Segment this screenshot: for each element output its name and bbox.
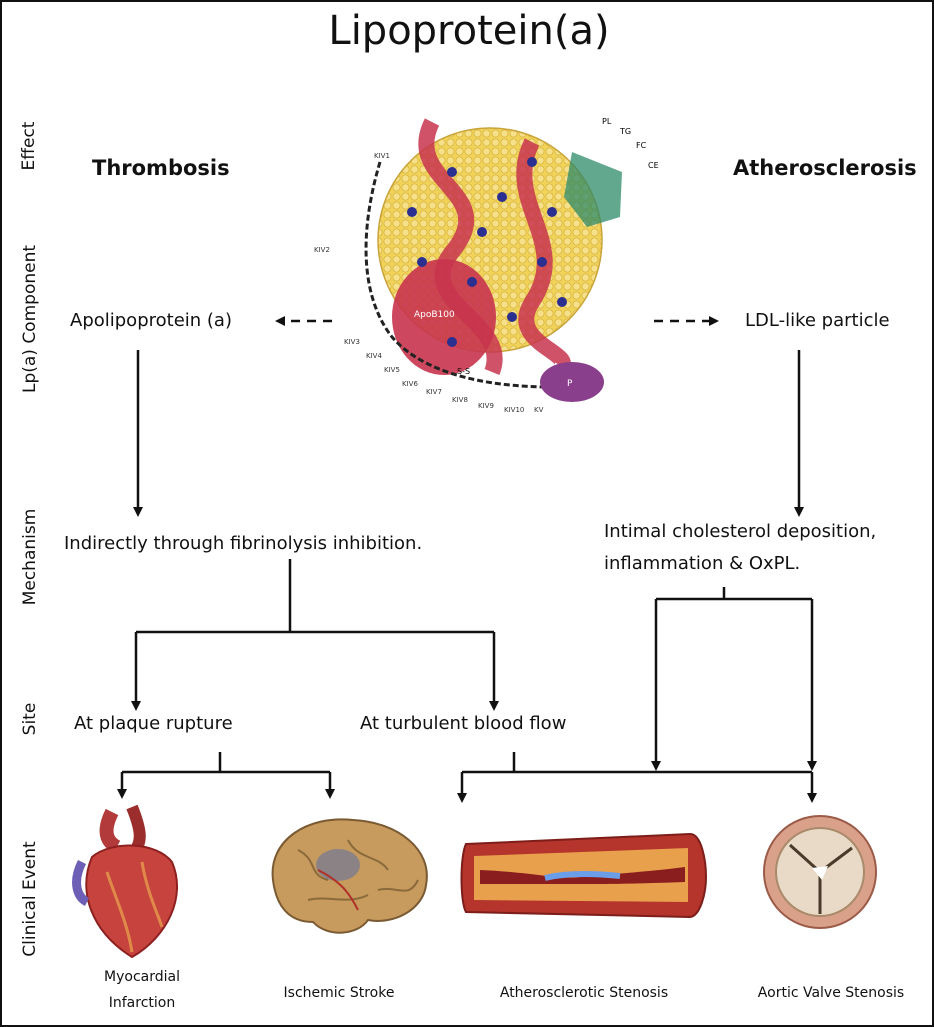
- component-apolipoprotein-a: Apolipoprotein (a): [70, 310, 232, 331]
- svg-text:KV: KV: [534, 406, 544, 414]
- svg-text:TG: TG: [619, 127, 631, 136]
- svg-text:CE: CE: [648, 161, 659, 170]
- svg-text:KIV4: KIV4: [366, 352, 382, 360]
- svg-text:KIV2: KIV2: [314, 246, 330, 254]
- row-label-mechanism: Mechanism: [20, 508, 40, 606]
- branch-left-mechanism: [136, 559, 494, 634]
- apob-label: ApoB100: [414, 310, 455, 320]
- svg-text:KIV1: KIV1: [374, 152, 390, 160]
- branch-right-mechanism: [656, 587, 812, 601]
- svg-text:KIV10: KIV10: [504, 406, 524, 414]
- svg-text:KIV5: KIV5: [384, 366, 400, 374]
- ss-bond-label: S-S: [457, 367, 470, 376]
- aortic-valve-illustration: [763, 815, 877, 929]
- apob100-domain: [392, 259, 496, 375]
- effect-atherosclerosis: Atherosclerosis: [733, 156, 917, 180]
- site-plaque-rupture: At plaque rupture: [74, 713, 233, 734]
- component-ldl-like-particle: LDL-like particle: [745, 310, 890, 331]
- row-label-clinical-event: Clinical Event: [20, 841, 40, 957]
- kringle-coil: [364, 161, 553, 389]
- protease-domain-p: [540, 362, 604, 402]
- svg-text:KIV7: KIV7: [426, 388, 442, 396]
- heart-illustration: [72, 804, 178, 959]
- svg-text:KIV3: KIV3: [344, 338, 360, 346]
- branch-turbulent-flow: [462, 752, 812, 774]
- artery-illustration: [460, 832, 708, 919]
- row-label-component: Lp(a) Component: [20, 244, 40, 394]
- mechanism-cholesterol-line2: inflammation & OxPL.: [604, 553, 801, 574]
- svg-text:KIV9: KIV9: [478, 402, 494, 410]
- figure-title: Lipoprotein(a): [328, 8, 610, 54]
- lpa-particle-illustration: ApoB100 P S-S PL TG FC CE KIV1 KIV2 KIV3…: [314, 117, 659, 414]
- row-label-site: Site: [20, 702, 40, 736]
- lipid-cluster: [564, 152, 622, 227]
- event-atherosclerotic-stenosis: Atherosclerotic Stenosis: [499, 985, 669, 1001]
- event-myocardial-infarction-line1: Myocardial: [104, 969, 180, 985]
- apoprotein-spheres: [407, 157, 567, 347]
- mechanism-fibrinolysis: Indirectly through fibrinolysis inhibiti…: [64, 533, 423, 554]
- effect-thrombosis: Thrombosis: [92, 156, 230, 180]
- svg-text:P: P: [567, 379, 573, 389]
- svg-text:KIV8: KIV8: [452, 396, 468, 404]
- branch-plaque-rupture: [122, 752, 330, 774]
- svg-text:KIV6: KIV6: [402, 380, 418, 388]
- event-ischemic-stroke: Ischemic Stroke: [283, 985, 395, 1001]
- svg-text:FC: FC: [636, 141, 647, 150]
- row-label-effect: Effect: [19, 121, 39, 171]
- brain-illustration: [271, 818, 428, 934]
- svg-text:PL: PL: [602, 117, 612, 126]
- event-aortic-valve-stenosis: Aortic Valve Stenosis: [757, 985, 905, 1001]
- site-turbulent-flow: At turbulent blood flow: [360, 713, 567, 734]
- mechanism-cholesterol-line1: Intimal cholesterol deposition,: [604, 521, 877, 542]
- event-myocardial-infarction-line2: Infarction: [108, 995, 176, 1011]
